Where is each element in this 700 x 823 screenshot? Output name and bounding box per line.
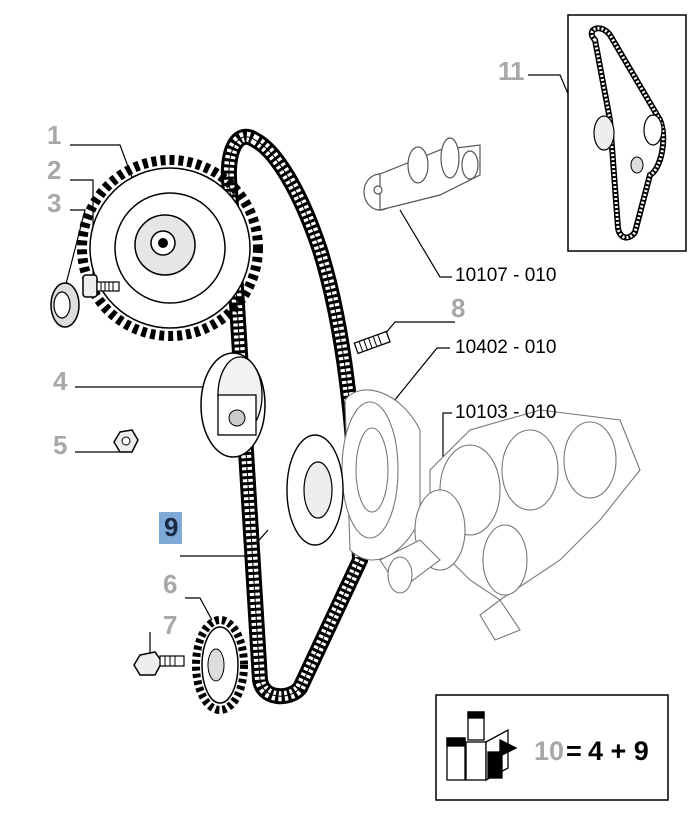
ref-crankshaft[interactable]: 10103 - 010 xyxy=(455,402,557,423)
callout-9-timing-belt[interactable]: 9 xyxy=(159,512,183,544)
belt-tensioner xyxy=(200,352,266,458)
engine-crankshaft xyxy=(341,389,641,641)
callout-5-nut[interactable]: 5 xyxy=(53,430,68,460)
callout-7-sprocket-bolt[interactable]: 7 xyxy=(163,610,178,640)
camshaft xyxy=(363,137,481,211)
inset-box xyxy=(567,14,687,252)
kit-equals: = xyxy=(566,736,582,766)
callout-1-camshaft-pulley[interactable]: 1 xyxy=(47,120,62,150)
sprocket-bolt xyxy=(133,651,185,676)
callout-3-washer[interactable]: 3 xyxy=(47,188,62,218)
callout-8-stud[interactable]: 8 xyxy=(451,293,466,323)
ref-block[interactable]: 10402 - 010 xyxy=(455,337,557,358)
stud xyxy=(353,330,391,355)
washer xyxy=(50,282,80,328)
crankshaft-sprocket xyxy=(192,616,248,714)
kit-number[interactable]: 10 xyxy=(534,736,565,766)
pulley-bolt xyxy=(82,274,120,298)
callout-2-pulley-bolt[interactable]: 2 xyxy=(47,155,62,185)
callout-11-inset[interactable]: 11 xyxy=(498,56,524,86)
idler-roller xyxy=(286,434,344,546)
tensioner-nut xyxy=(113,429,139,453)
callout-4-tensioner[interactable]: 4 xyxy=(53,366,68,396)
ref-camshaft[interactable]: 10107 - 010 xyxy=(455,265,557,286)
kit-box xyxy=(435,694,669,801)
callout-6-crankshaft-sprocket[interactable]: 6 xyxy=(163,569,178,599)
kit-package-icon xyxy=(446,711,518,782)
kit-formula: 4 + 9 xyxy=(588,736,649,766)
camshaft-pulley xyxy=(77,155,263,341)
